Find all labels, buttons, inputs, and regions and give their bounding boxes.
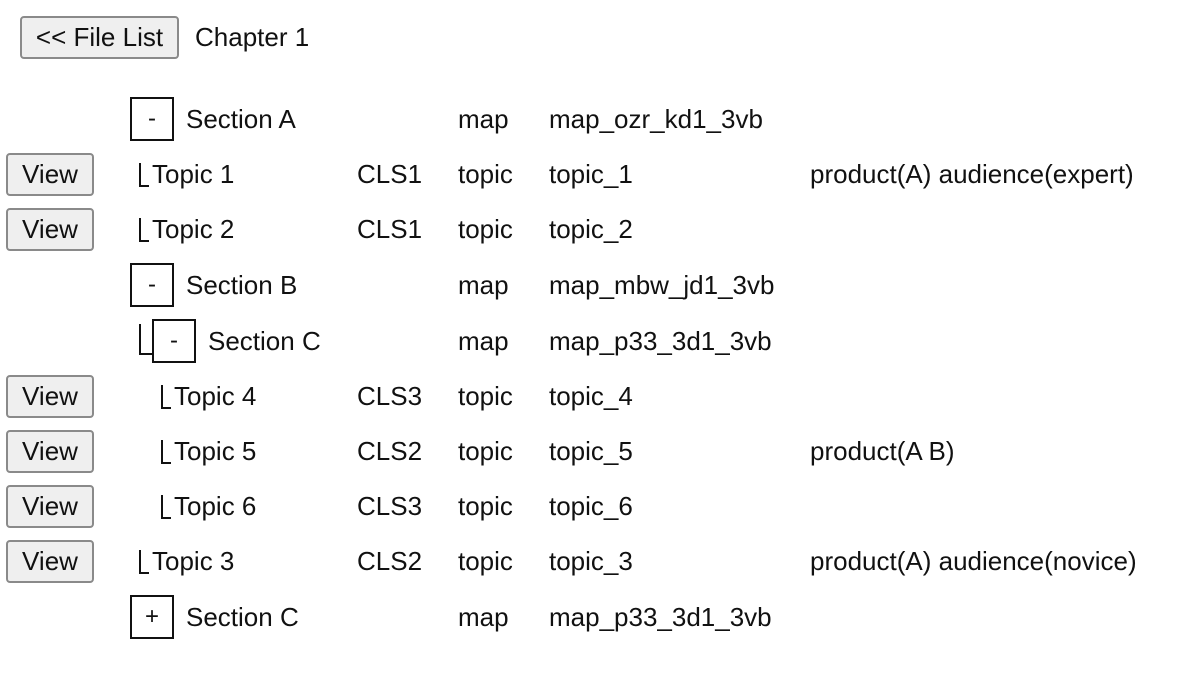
tree-connector-icon	[139, 163, 149, 187]
row-properties: product(A B)	[810, 436, 955, 466]
row-type: map	[458, 270, 509, 300]
tree-row-topic-4: View Topic 4 CLS3 topic topic_4	[0, 369, 1180, 424]
row-type: topic	[458, 491, 513, 521]
row-type: topic	[458, 214, 513, 244]
expand-toggle[interactable]: +	[130, 595, 174, 639]
row-id: topic_2	[549, 214, 633, 244]
row-id: topic_5	[549, 436, 633, 466]
row-title: Section C	[208, 326, 321, 356]
row-type: topic	[458, 381, 513, 411]
row-title: Section B	[186, 270, 298, 300]
row-class: CLS1	[357, 159, 423, 189]
row-class: CLS1	[357, 214, 423, 244]
tree-row-topic-1: View Topic 1 CLS1 topic topic_1 product(…	[0, 147, 1180, 202]
collapse-toggle[interactable]: -	[152, 319, 196, 363]
view-button[interactable]: View	[6, 485, 94, 528]
row-title: Topic 1	[152, 159, 235, 189]
tree-row-section-c: + Section C map map_p33_3d1_3vb	[0, 590, 1180, 645]
tree-row-section-c-nested: - Section C map map_p33_3d1_3vb	[0, 314, 1180, 369]
row-title: Section A	[186, 104, 296, 134]
row-type: map	[458, 602, 509, 632]
row-title: Topic 4	[174, 381, 257, 411]
row-class: CLS2	[357, 546, 423, 576]
tree-row-section-b: - Section B map map_mbw_jd1_3vb	[0, 258, 1180, 313]
row-class: CLS3	[357, 491, 423, 521]
file-list-button[interactable]: << File List	[20, 16, 179, 59]
row-id: map_p33_3d1_3vb	[549, 602, 772, 632]
row-title: Section C	[186, 602, 299, 632]
tree-row-topic-2: View Topic 2 CLS1 topic topic_2	[0, 202, 1180, 257]
row-id: topic_4	[549, 381, 633, 411]
tree-row-topic-5: View Topic 5 CLS2 topic topic_5 product(…	[0, 424, 1180, 479]
tree-connector-icon	[139, 218, 149, 242]
row-id: map_mbw_jd1_3vb	[549, 270, 775, 300]
row-type: map	[458, 326, 509, 356]
view-button[interactable]: View	[6, 153, 94, 196]
row-id: map_ozr_kd1_3vb	[549, 104, 763, 134]
collapse-toggle[interactable]: -	[130, 97, 174, 141]
tree-row-topic-3: View Topic 3 CLS2 topic topic_3 product(…	[0, 534, 1180, 589]
tree-row-topic-6: View Topic 6 CLS3 topic topic_6	[0, 479, 1180, 534]
tree-connector-icon	[161, 495, 171, 519]
chapter-title: Chapter 1	[195, 22, 310, 52]
row-id: topic_1	[549, 159, 633, 189]
view-button[interactable]: View	[6, 375, 94, 418]
view-button[interactable]: View	[6, 540, 94, 583]
row-class: CLS2	[357, 436, 423, 466]
tree-row-section-a: - Section A map map_ozr_kd1_3vb	[0, 92, 1180, 147]
row-type: topic	[458, 546, 513, 576]
row-id: topic_3	[549, 546, 633, 576]
row-title: Topic 6	[174, 491, 257, 521]
row-id: map_p33_3d1_3vb	[549, 326, 772, 356]
row-properties: product(A) audience(expert)	[810, 159, 1134, 189]
tree-connector-icon	[139, 550, 149, 574]
row-title: Topic 3	[152, 546, 235, 576]
row-title: Topic 2	[152, 214, 235, 244]
row-id: topic_6	[549, 491, 633, 521]
row-properties: product(A) audience(novice)	[810, 546, 1137, 576]
row-type: topic	[458, 436, 513, 466]
view-button[interactable]: View	[6, 430, 94, 473]
view-button[interactable]: View	[6, 208, 94, 251]
row-title: Topic 5	[174, 436, 257, 466]
row-class: CLS3	[357, 381, 423, 411]
row-type: topic	[458, 159, 513, 189]
collapse-toggle[interactable]: -	[130, 263, 174, 307]
tree-connector-icon	[161, 385, 171, 409]
top-bar: << File List Chapter 1	[20, 16, 309, 59]
tree-connector-icon	[161, 440, 171, 464]
row-type: map	[458, 104, 509, 134]
tree-connector-icon	[139, 324, 153, 355]
